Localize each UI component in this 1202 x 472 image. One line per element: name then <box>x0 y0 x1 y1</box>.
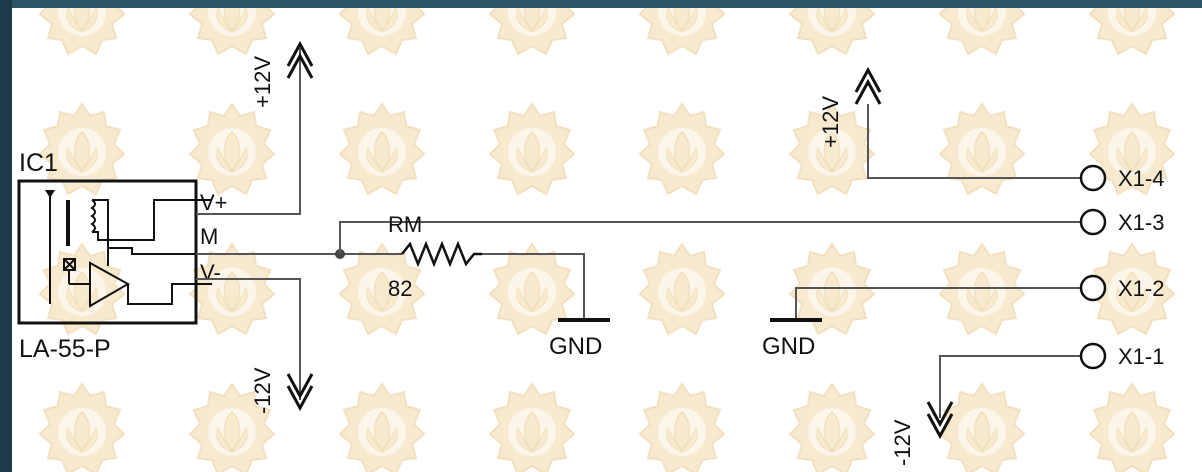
connector-x1-4-label: X1-4 <box>1118 166 1164 191</box>
watermark-logo-icon <box>182 98 282 208</box>
watermark-logo-icon <box>782 238 882 348</box>
schematic-diagram: IC1 LA-55-P V+ M V- +12V -12V <box>17 40 1164 466</box>
watermark-logo-icon <box>32 98 132 208</box>
watermark-logo-icon <box>332 8 432 68</box>
schematic-canvas: IC1 LA-55-P V+ M V- +12V -12V <box>12 8 1202 472</box>
power-arrow-down-icon <box>286 373 314 412</box>
watermark-logo-icon <box>482 238 582 348</box>
watermark-logo-icon <box>482 98 582 208</box>
watermark-logo-icon <box>482 8 582 68</box>
ic-part-label: LA-55-P <box>19 335 111 363</box>
watermark-logo-icon <box>32 8 132 68</box>
measurement-net: RM 82 GND <box>196 212 1080 360</box>
right-neg-supply-label: -12V <box>890 419 915 466</box>
terminal-x1-1-icon <box>1079 342 1107 370</box>
resistor-value-label: 82 <box>388 276 412 301</box>
watermark-logo-icon <box>32 378 132 472</box>
watermark-logo-icon <box>1082 8 1182 68</box>
watermark-logo-icon <box>1082 238 1182 348</box>
watermark-logo-icon <box>632 98 732 208</box>
ground-label-1: GND <box>549 333 602 360</box>
left-supply-wiring: +12V -12V <box>196 40 314 414</box>
watermark-logo-icon <box>782 8 882 68</box>
power-arrow-up-icon <box>854 66 882 105</box>
watermark-logo-icon <box>932 378 1032 472</box>
watermark-logo-icon <box>1082 98 1182 208</box>
top-border-band <box>12 0 1202 8</box>
left-border-strip <box>0 0 12 472</box>
left-neg-supply-label: -12V <box>250 367 275 414</box>
ic1-outline <box>17 179 198 325</box>
connector-x1-1-label: X1-1 <box>1118 344 1164 369</box>
pin-m-label: M <box>200 224 218 249</box>
ic-ref-label: IC1 <box>19 149 58 177</box>
resistor-icon <box>401 240 482 268</box>
watermark-logo-icon <box>182 378 282 472</box>
watermark-logo-icon <box>332 98 432 208</box>
watermark-logo-icon <box>632 378 732 472</box>
terminal-x1-3-icon <box>1079 208 1107 236</box>
ic1-sensor-block: IC1 LA-55-P V+ M V- <box>17 149 228 363</box>
watermark-logo-icon <box>332 378 432 472</box>
connector-x1-2-label: X1-2 <box>1118 276 1164 301</box>
terminal-x1-2-icon <box>1079 274 1107 302</box>
watermark-logo-icon <box>482 378 582 472</box>
watermark-logo-icon <box>782 378 882 472</box>
power-arrow-down-icon <box>926 401 954 440</box>
pin-vminus-label: V- <box>200 260 221 285</box>
left-pos-supply-label: +12V <box>250 56 275 108</box>
resistor-ref-label: RM <box>388 212 422 237</box>
watermark-logo-icon <box>182 8 282 68</box>
pin-vplus-label: V+ <box>200 190 228 215</box>
connector-x1-3-label: X1-3 <box>1118 210 1164 235</box>
ground-label-2: GND <box>762 333 815 360</box>
watermark-logo-icon <box>932 8 1032 68</box>
watermark-logo-icon <box>782 98 882 208</box>
watermark-logo-icon <box>632 8 732 68</box>
watermark-logo-icon <box>332 238 432 348</box>
watermark-logo-icon <box>632 238 732 348</box>
watermark-logo-icon <box>1082 378 1182 472</box>
right-pos-supply-label: +12V <box>818 96 843 148</box>
watermark-logo-icon <box>932 98 1032 208</box>
terminal-x1-4-icon <box>1079 164 1107 192</box>
connector-wiring: +12V GND -12V X1-4 X1-3 X1-2 X1-1 <box>762 66 1164 466</box>
current-sensor-icon <box>45 190 212 308</box>
power-arrow-up-icon <box>286 40 314 79</box>
